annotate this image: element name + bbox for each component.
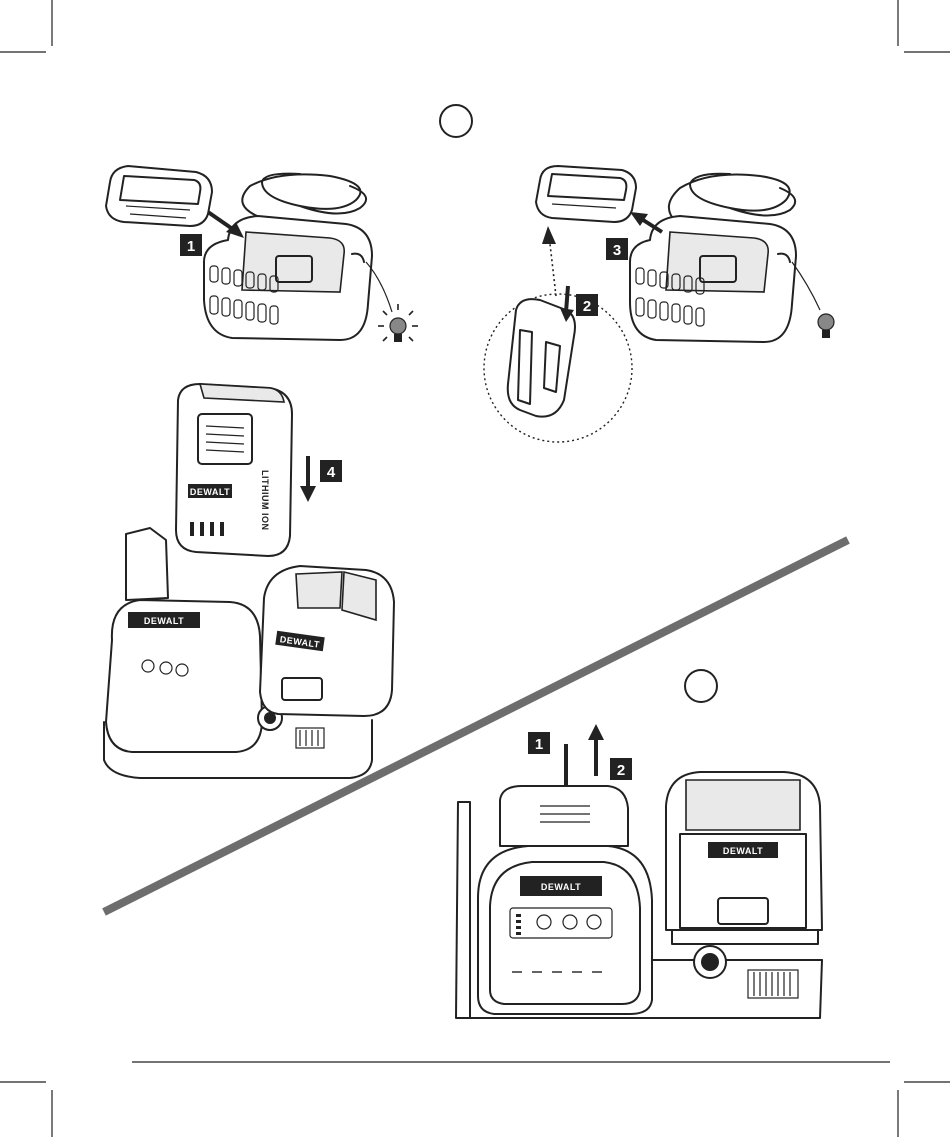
svg-text:DEWALT: DEWALT xyxy=(190,487,230,497)
charger-body-left xyxy=(204,216,372,340)
svg-text:DEWALT: DEWALT xyxy=(723,846,763,856)
push-arrow-icon xyxy=(300,456,316,502)
charger-body-right xyxy=(630,216,796,342)
charger-pack-left xyxy=(106,166,212,226)
charger-cord-right xyxy=(669,174,795,222)
step-badge-2-bottom: 2 xyxy=(610,758,632,780)
figure-callout-top xyxy=(440,105,472,137)
pull-arrow-icon xyxy=(588,724,604,776)
battery-insert-illustration: DEWALT LITHIUM ION 4 DEWALT xyxy=(104,384,394,778)
charger-pack-right xyxy=(536,166,636,222)
pull-arrow-icon xyxy=(630,212,662,232)
svg-text:1: 1 xyxy=(187,238,195,255)
battery-pack: DEWALT LITHIUM ION xyxy=(176,384,292,556)
svg-text:DEWALT: DEWALT xyxy=(144,616,184,626)
step-badge-4-top: 4 xyxy=(320,460,342,482)
svg-text:LITHIUM ION: LITHIUM ION xyxy=(260,470,270,531)
battery-remove-illustration: 1 2 DEWALT xyxy=(456,724,822,1018)
svg-text:2: 2 xyxy=(583,298,591,315)
laser-head-bottom: DEWALT xyxy=(666,772,822,944)
svg-text:4: 4 xyxy=(327,464,336,481)
charger-cord-left xyxy=(242,174,366,218)
figure-callout-bottom xyxy=(685,670,717,702)
charger-left-illustration: 1 xyxy=(106,166,418,342)
step-badge-2-top: 2 xyxy=(576,294,598,316)
svg-text:1: 1 xyxy=(535,736,543,753)
lit-bulb-icon xyxy=(378,304,418,342)
svg-text:DEWALT: DEWALT xyxy=(541,882,581,892)
step-badge-1-top: 1 xyxy=(180,234,202,256)
svg-text:2: 2 xyxy=(617,762,625,779)
charger-right-illustration: 3 2 xyxy=(484,166,834,442)
svg-text:3: 3 xyxy=(613,242,621,259)
unlit-bulb-icon xyxy=(818,314,834,338)
indicator-leader-right xyxy=(792,262,820,310)
laser-head-top: DEWALT xyxy=(260,566,394,716)
step-badge-1-bottom: 1 xyxy=(528,732,550,754)
step-badge-3-top: 3 xyxy=(606,238,628,260)
